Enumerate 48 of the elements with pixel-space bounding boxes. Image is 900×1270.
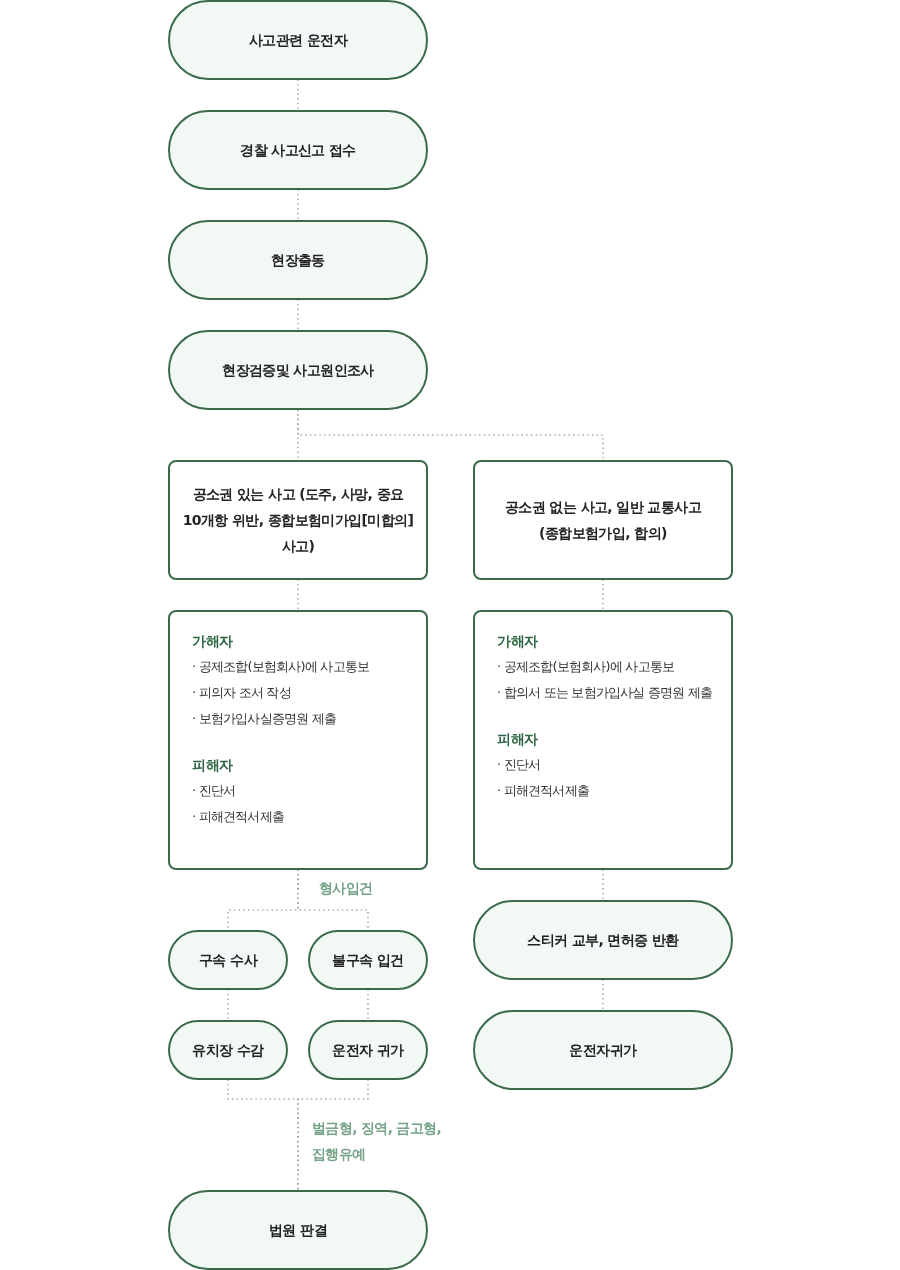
bullet-item: · 공제조합(보험회사)에 사고통보 [192, 658, 370, 676]
bullet-item: · 보험가입사실증명원 제출 [192, 710, 337, 728]
edge-label: 벌금형, 징역, 금고형, 집행유예 [312, 1119, 442, 1164]
section-heading: 가해자 [192, 632, 233, 651]
node-label: 운전자 귀가 [331, 1041, 405, 1060]
node-label: 사고관련 운전자 [247, 31, 349, 50]
dotted-connector [227, 989, 229, 1021]
process-pill [308, 930, 428, 990]
node-label: 운전자귀가 [568, 1041, 638, 1060]
dotted-connector [602, 869, 604, 901]
bullet-item: · 진단서 [192, 782, 237, 800]
dotted-connector [297, 409, 604, 461]
dotted-connector [602, 979, 604, 1011]
node-label: 현장검증및 사고원인조사 [221, 361, 375, 380]
node-label: 현장출동 [270, 251, 326, 270]
node-label: 구속 수사 [198, 951, 259, 970]
dotted-connector [297, 1079, 369, 1191]
section-heading: 피해자 [497, 730, 538, 749]
bullet-item: · 공제조합(보험회사)에 사고통보 [497, 658, 675, 676]
node-label: 공소권 없는 사고, 일반 교통사고 (종합보험가입, 합의) [504, 498, 703, 543]
dotted-connector [297, 869, 369, 931]
process-pill [308, 1020, 428, 1080]
node-label: 공소권 있는 사고 (도주, 사망, 중요 10개항 위반, 종합보험미가입[미합의]사고) [181, 485, 415, 556]
bullet-item: · 피해견적서제출 [192, 808, 286, 826]
process-pill [168, 930, 288, 990]
dotted-connector [297, 579, 299, 611]
edge-label: 형사입건 [319, 879, 373, 898]
dotted-connector [297, 299, 299, 331]
dotted-connector [297, 79, 299, 111]
bullet-item: · 합의서 또는 보험가입사실 증명원 제출 [497, 684, 713, 702]
case-box [473, 460, 733, 580]
node-label: 법원 판결 [268, 1221, 328, 1240]
section-heading: 피해자 [192, 756, 233, 775]
bullet-item: · 피의자 조서 작성 [192, 684, 291, 702]
node-label: 경찰 사고신고 접수 [239, 141, 357, 160]
node-label: 유치장 수감 [191, 1041, 265, 1060]
dotted-connector [297, 189, 299, 221]
process-pill [168, 1020, 288, 1080]
node-label: 불구속 입건 [331, 951, 405, 970]
bullet-item: · 진단서 [497, 756, 542, 774]
case-box [168, 460, 428, 580]
dotted-connector [367, 989, 369, 1021]
node-label: 스티커 교부, 면허증 반환 [526, 931, 680, 950]
bullet-item: · 피해견적서제출 [497, 782, 591, 800]
dotted-connector [602, 579, 604, 611]
section-heading: 가해자 [497, 632, 538, 651]
detail-box [473, 610, 733, 870]
detail-box [168, 610, 428, 870]
